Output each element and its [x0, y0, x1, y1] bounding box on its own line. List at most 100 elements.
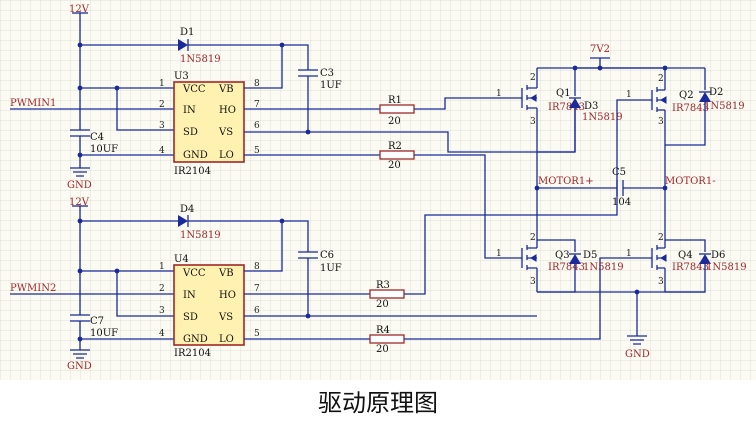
q4-part: IR7843	[672, 262, 709, 273]
u4-pin-ho: HO	[219, 290, 236, 301]
u3-num-5: 5	[254, 146, 260, 156]
u3-part: IR2104	[174, 166, 211, 177]
q4-pin-2: 2	[658, 233, 664, 243]
q1-pin-1: 1	[496, 89, 502, 99]
u4-pin-in: IN	[183, 290, 196, 301]
u4-pin-vb: VB	[218, 268, 234, 279]
schematic-grid	[0, 0, 756, 380]
u4-ref: U4	[174, 254, 189, 265]
u4-pin-vcc: VCC	[182, 268, 206, 279]
d4-symbol	[178, 215, 188, 227]
u3-pin-vs: VS	[218, 127, 233, 138]
c4-value: 10UF	[90, 144, 118, 155]
d2-part: 1N5819	[704, 101, 745, 112]
r2-resistor	[379, 150, 415, 160]
d2-ref: D2	[709, 87, 723, 98]
d4-part: 1N5819	[180, 230, 221, 241]
u3-num-7: 7	[254, 100, 260, 110]
q1-part: IR7843	[548, 102, 585, 113]
r1-resistor	[379, 104, 415, 114]
q3-ref: Q3	[555, 250, 570, 261]
c3-ref: C3	[320, 68, 334, 79]
r1-value: 20	[388, 116, 401, 127]
v7-label: 7V2	[590, 44, 610, 55]
d1-ref: D1	[180, 27, 194, 38]
u4-num-2: 2	[159, 284, 165, 294]
q4-pin-1: 1	[626, 249, 632, 259]
pwmin2-label: PWMIN2	[10, 283, 56, 294]
u3-pin-lo: LO	[219, 150, 234, 161]
u3-chip	[173, 81, 245, 163]
q3-pin-2: 2	[530, 233, 536, 243]
gnd-3-label: GND	[625, 349, 650, 360]
v12-bottom-label: 12V	[69, 197, 90, 208]
q4-pin-3: 3	[658, 277, 664, 287]
u3-pin-in: IN	[183, 105, 196, 116]
r1-ref: R1	[388, 95, 402, 106]
u4-chip	[173, 264, 245, 346]
u3-num-3: 3	[159, 121, 165, 131]
u3-num-2: 2	[159, 100, 165, 110]
q2-pin-3: 3	[658, 117, 664, 127]
q2-pin-1: 1	[626, 90, 632, 100]
d5-symbol	[569, 254, 581, 264]
u4-pin-vs: VS	[218, 312, 233, 323]
u3-ref: U3	[174, 71, 189, 82]
u4-part: IR2104	[174, 348, 211, 359]
q2-ref: Q2	[679, 90, 694, 101]
motor-neg-label: MOTOR1-	[665, 176, 716, 187]
c4-ref: C4	[90, 132, 104, 143]
d5-part: 1N5819	[583, 262, 624, 273]
pwmin1-label: PWMIN1	[10, 98, 56, 109]
c3-value: 1UF	[320, 80, 342, 91]
u3-pin-ho: HO	[219, 105, 236, 116]
gnd-1-label: GND	[67, 180, 92, 191]
r3-value: 20	[376, 299, 389, 310]
d6-ref: D6	[711, 250, 725, 261]
r4-ref: R4	[376, 325, 390, 336]
u3-num-1: 1	[159, 79, 165, 89]
d4-ref: D4	[180, 204, 194, 215]
d3-symbol	[569, 98, 581, 108]
q3-mosfet: 1 2 3 Q3 IR7843	[496, 233, 585, 292]
q2-mosfet: 1 2 3 Q2 IR7843	[626, 68, 709, 240]
u4-num-1: 1	[159, 262, 165, 272]
c6-value: 1UF	[320, 263, 342, 274]
c7-value: 10UF	[90, 328, 118, 339]
q1-pin-2: 2	[530, 73, 536, 83]
u3-pin-sd: SD	[183, 127, 198, 138]
schematic-diagram: 12V D1 1N5819 C3 1UF	[10, 4, 747, 372]
u4-num-6: 6	[254, 306, 260, 316]
q1-pin-3: 3	[530, 117, 536, 127]
diagram-caption: 驱动原理图	[318, 389, 438, 417]
u4-num-3: 3	[159, 306, 165, 316]
u3-num-8: 8	[254, 79, 260, 89]
u3-pin-vcc: VCC	[182, 84, 206, 95]
q2-part: IR7843	[672, 103, 709, 114]
gnd-2-label: GND	[67, 361, 92, 372]
c7-ref: C7	[90, 316, 104, 327]
q3-pin-3: 3	[530, 277, 536, 287]
d5-ref: D5	[583, 250, 597, 261]
q2-pin-2: 2	[658, 74, 664, 84]
u4-num-5: 5	[254, 329, 260, 339]
u3-pin-vb: VB	[218, 84, 234, 95]
motor-pos-label: MOTOR1+	[538, 176, 594, 187]
r2-value: 20	[388, 160, 401, 171]
c5-ref: C5	[612, 167, 626, 178]
h-bridge-section: 7V2 1 2 3 Q1 IR7843 D3	[496, 44, 747, 360]
q3-part: IR7843	[548, 262, 585, 273]
d6-part: 1N5819	[706, 262, 747, 273]
u4-pin-sd: SD	[183, 312, 198, 323]
r4-value: 20	[376, 344, 389, 355]
u4-num-8: 8	[254, 262, 260, 272]
u4-pin-gnd: GND	[183, 334, 208, 345]
d6-symbol	[699, 254, 711, 264]
q1-ref: Q1	[556, 88, 571, 99]
r4-resistor	[369, 334, 405, 344]
q1-mosfet: 1 2 3 Q1 IR7843	[496, 68, 585, 130]
d1-symbol	[178, 39, 188, 51]
r3-resistor	[369, 289, 405, 299]
d2-symbol	[699, 92, 711, 102]
